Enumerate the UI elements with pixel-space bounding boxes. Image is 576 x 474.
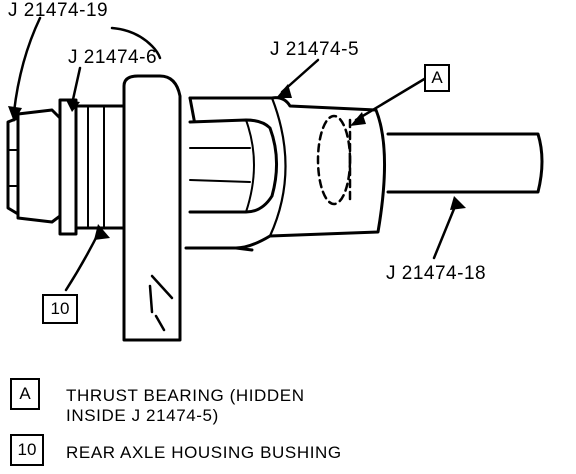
legend-text-10: REAR AXLE HOUSING BUSHING xyxy=(66,443,342,462)
legend-text-a-line2: INSIDE J 21474-5) xyxy=(66,406,219,425)
label-j21474-5: J 21474-5 xyxy=(270,39,360,60)
bushing-stack xyxy=(58,98,126,236)
label-j21474-6: J 21474-6 xyxy=(68,47,158,68)
housing-plate xyxy=(122,74,182,342)
label-j21474-18: J 21474-18 xyxy=(386,263,487,284)
inner-nut xyxy=(188,118,279,214)
legend-key-a: A xyxy=(10,378,40,410)
arrow-heads xyxy=(8,84,466,240)
callout-10: 10 xyxy=(42,294,78,324)
label-j21474-19: J 21474-19 xyxy=(8,0,109,21)
outer-nut xyxy=(6,108,62,224)
callout-a: A xyxy=(424,64,450,92)
rod-shaft xyxy=(386,132,544,194)
thrust-bearing-hidden xyxy=(316,114,352,206)
legend-text-a-line1: THRUST BEARING (HIDDEN xyxy=(66,386,305,405)
legend-key-10: 10 xyxy=(10,434,44,466)
